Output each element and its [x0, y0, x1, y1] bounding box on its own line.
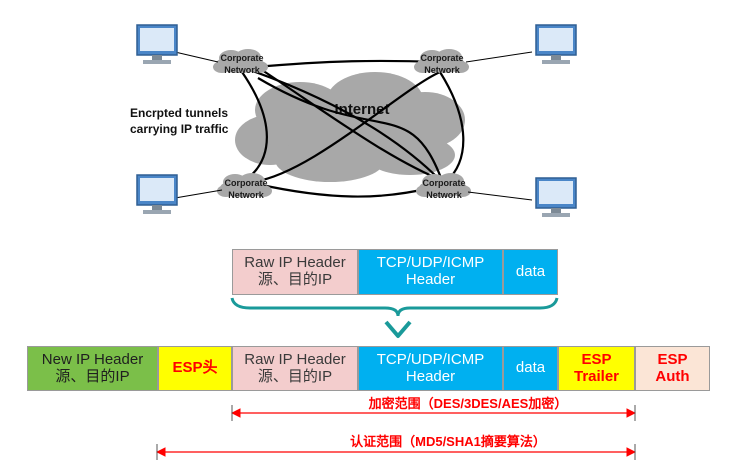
computer-icon-bottom-left — [136, 174, 178, 215]
authentication-range-label: 认证范围（MD5/SHA1摘要算法） — [350, 434, 546, 449]
corporate-network-label-tr: Corporate Network — [420, 53, 463, 75]
svg-text:Corporate: Corporate — [420, 53, 463, 63]
encryption-range-label: 加密范围（DES/3DES/AES加密） — [368, 396, 568, 411]
authentication-range-line — [156, 444, 636, 460]
encryption-range-line — [231, 405, 636, 421]
tunnel-caption: Encrpted tunnels carrying IP traffic — [130, 106, 229, 136]
computer-icon-bottom-right — [535, 177, 577, 218]
original-transport-header: TCP/UDP/ICMP Header — [358, 249, 503, 295]
original-data: data — [503, 249, 558, 295]
esp-raw-ip-header: Raw IP Header 源、目的IP — [232, 346, 358, 391]
esp-trailer: ESP Trailer — [558, 346, 635, 391]
svg-text:Network: Network — [224, 65, 261, 75]
esp-transport-header: TCP/UDP/ICMP Header — [358, 346, 503, 391]
down-arrow — [384, 320, 412, 338]
svg-text:carrying IP traffic: carrying IP traffic — [130, 122, 229, 136]
corporate-network-label-tl: Corporate Network — [220, 53, 263, 75]
packet-brace — [230, 297, 559, 317]
svg-text:Corporate: Corporate — [224, 178, 267, 188]
svg-text:Corporate: Corporate — [220, 53, 263, 63]
original-raw-ip-header: Raw IP Header 源、目的IP — [232, 249, 358, 295]
svg-text:Network: Network — [424, 65, 461, 75]
svg-text:Corporate: Corporate — [422, 178, 465, 188]
svg-text:Network: Network — [228, 190, 265, 200]
esp-auth: ESP Auth — [635, 346, 710, 391]
computer-icon-top-right — [535, 24, 577, 65]
internet-cloud — [235, 72, 465, 182]
corporate-network-label-bl: Corporate Network — [224, 178, 267, 200]
new-ip-header: New IP Header 源、目的IP — [27, 346, 158, 391]
esp-header: ESP头 — [158, 346, 232, 391]
computer-icon-top-left — [136, 24, 178, 65]
svg-text:Network: Network — [426, 190, 463, 200]
corporate-network-label-br: Corporate Network — [422, 178, 465, 200]
esp-data: data — [503, 346, 558, 391]
svg-text:Encrpted tunnels: Encrpted tunnels — [130, 106, 228, 120]
